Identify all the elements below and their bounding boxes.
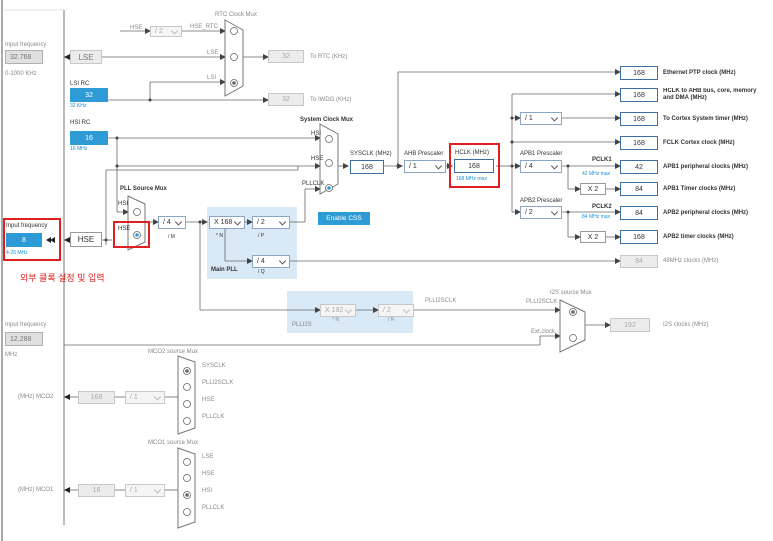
mco1-radio-pllclk[interactable] bbox=[183, 508, 191, 516]
mco2-radio-hse[interactable] bbox=[183, 400, 191, 408]
plli2s-region bbox=[287, 291, 413, 333]
rtc-radio-hse[interactable] bbox=[230, 27, 238, 35]
mco1-arrow-icon bbox=[64, 487, 70, 493]
sys-radio-hse[interactable] bbox=[325, 159, 333, 167]
mco1-radio-hse[interactable] bbox=[183, 474, 191, 482]
mco2-source-mux[interactable] bbox=[177, 355, 196, 435]
mco2-arrow-icon bbox=[64, 394, 70, 400]
hse-arrow-icon bbox=[64, 237, 70, 243]
main-pll-region bbox=[207, 207, 297, 279]
i2s-radio-ext[interactable] bbox=[569, 334, 577, 342]
mco2-radio-pllclk[interactable] bbox=[183, 417, 191, 425]
mco2-radio-plli2s[interactable] bbox=[183, 383, 191, 391]
pll-radio-hsi[interactable] bbox=[133, 208, 141, 216]
pll-source-mux[interactable] bbox=[127, 195, 146, 251]
mco1-radio-lse[interactable] bbox=[183, 458, 191, 466]
system-clock-mux[interactable] bbox=[319, 123, 339, 195]
hse-double-arrow-icon bbox=[46, 237, 55, 243]
lse-arrow-icon bbox=[64, 54, 70, 60]
rtc-radio-lse[interactable] bbox=[230, 53, 238, 61]
sys-radio-hsi[interactable] bbox=[325, 135, 333, 143]
mco1-source-mux[interactable] bbox=[177, 447, 196, 529]
i2s-source-mux[interactable] bbox=[559, 299, 586, 353]
